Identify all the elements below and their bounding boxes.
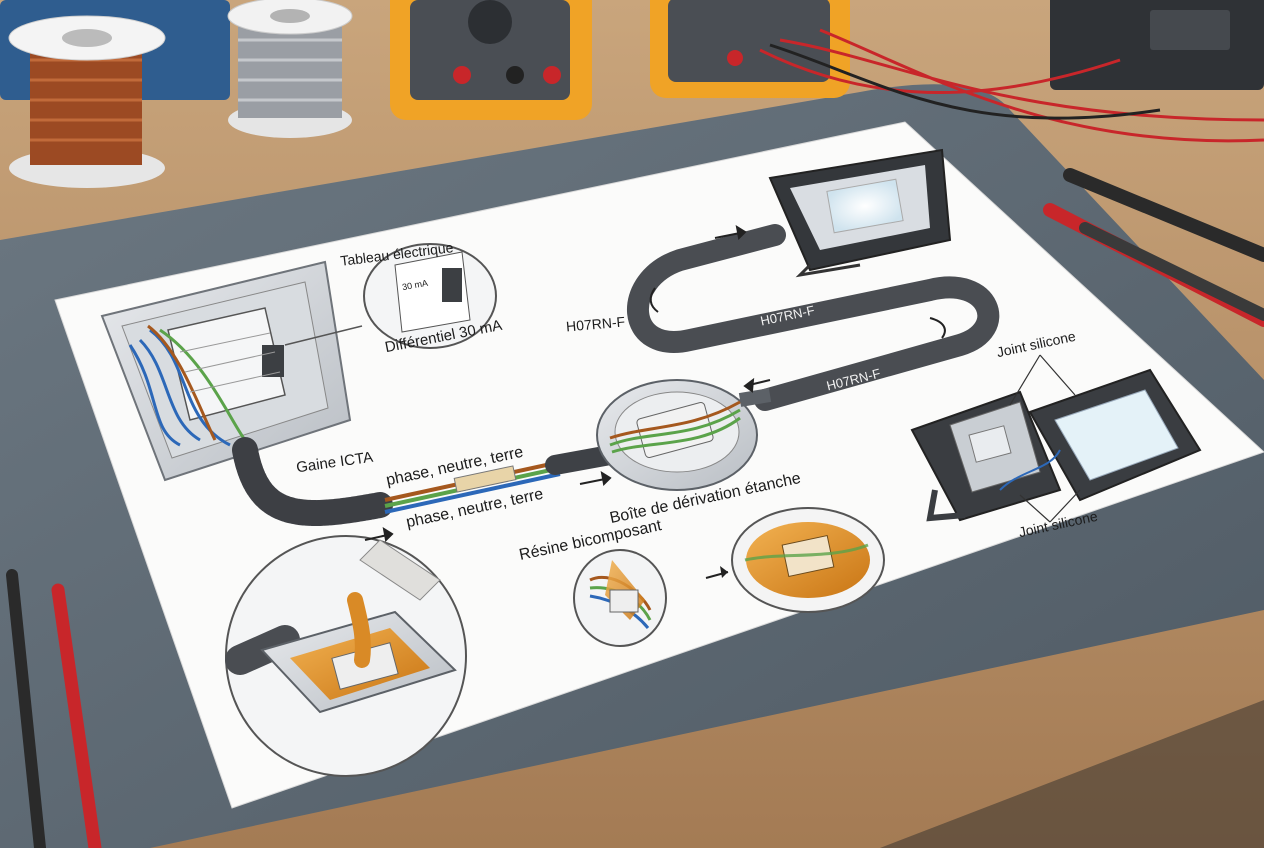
electrical-panel	[100, 260, 352, 482]
resin-step-2	[731, 507, 885, 613]
multimeter-right	[650, 0, 850, 98]
floodlight-top	[768, 148, 952, 278]
bench-power-supply	[1050, 0, 1264, 90]
resin-pour-detail	[225, 535, 467, 777]
copper-wire-spool	[0, 0, 230, 188]
test-leads-cables	[759, 28, 1264, 143]
multimeter-left	[390, 0, 592, 120]
differentiel-callout	[284, 243, 497, 349]
floodlight-exploded	[910, 354, 1202, 523]
black-test-lead	[769, 43, 1161, 120]
wires-to-junction-box	[384, 445, 620, 514]
junction-box	[596, 379, 772, 491]
desk-shadow	[880, 700, 1264, 848]
resin-arrowhead	[720, 566, 728, 578]
test-probes-right	[1043, 168, 1264, 327]
icta-conduit	[232, 437, 393, 526]
solder-wire-spool	[227, 0, 353, 138]
flow-arrows	[364, 224, 946, 543]
resin-step-1	[573, 549, 667, 647]
test-probes-left	[6, 569, 102, 848]
h07rnf-cable	[627, 224, 1000, 411]
